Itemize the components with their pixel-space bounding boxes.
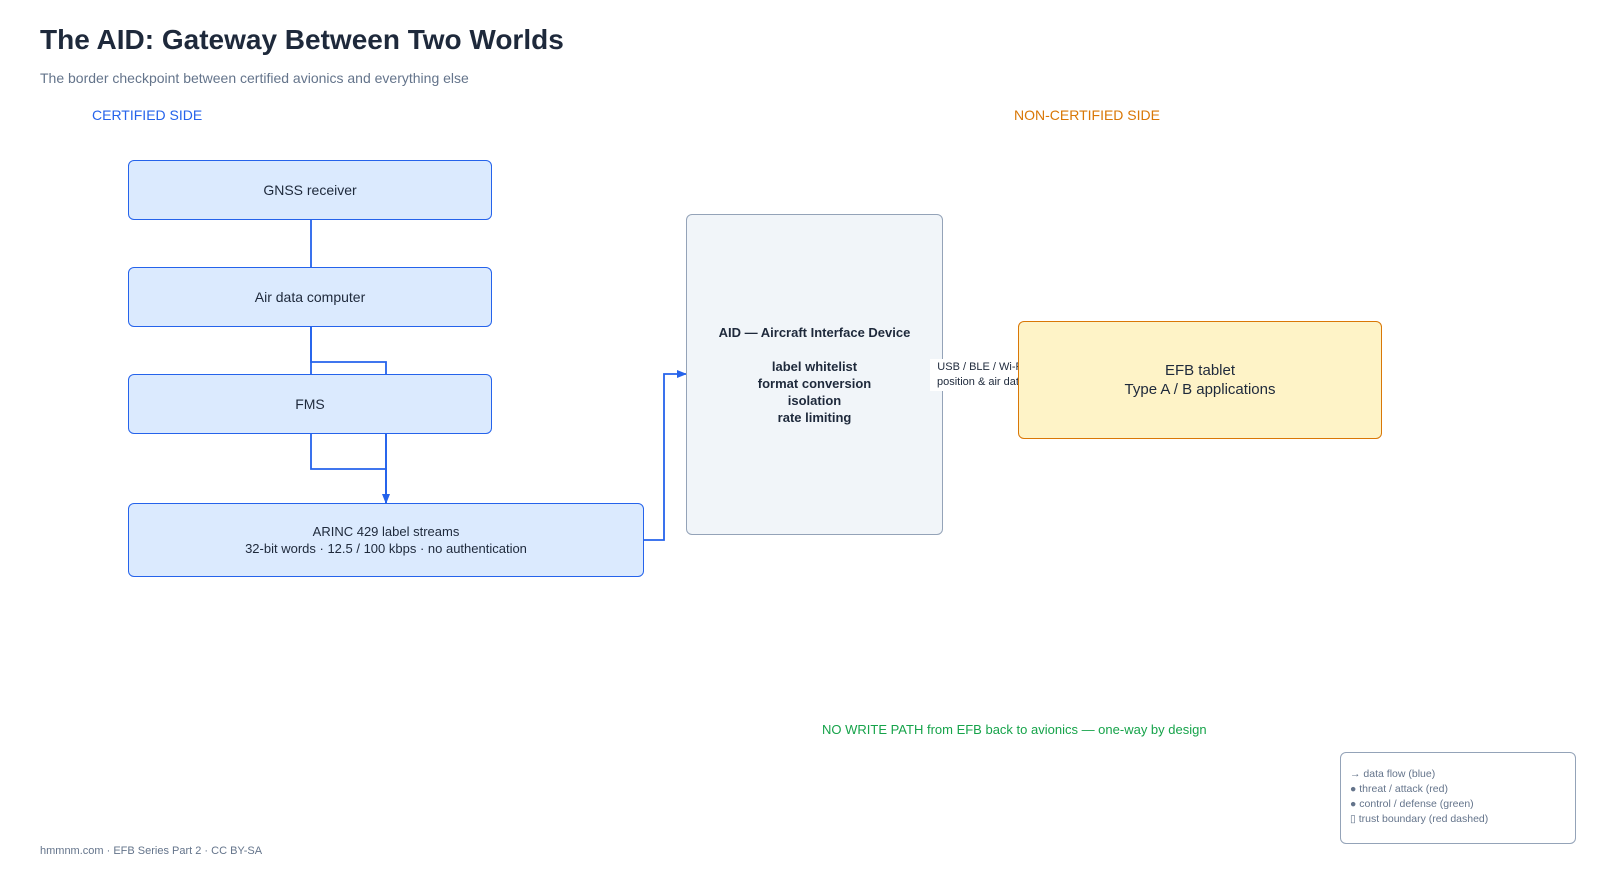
air-data-computer-node: Air data computer (128, 267, 492, 327)
arinc-429-details: 32-bit words · 12.5 / 100 kbps · no auth… (245, 541, 527, 556)
legend-item-trust-boundary: ▯ trust boundary (red dashed) (1350, 813, 1489, 825)
no-write-path-note: NO WRITE PATH from EFB back to avionics … (822, 722, 1207, 737)
fms-to-arinc-connector (310, 434, 387, 503)
certified-side-label: CERTIFIED SIDE (92, 107, 203, 123)
fms-label: FMS (295, 395, 325, 412)
footer-credit: hmmnm.com · EFB Series Part 2 · CC BY-SA (40, 845, 263, 857)
arinc-429-node: ARINC 429 label streams 32-bit words · 1… (128, 503, 644, 577)
legend-item-data-flow: → data flow (blue) (1350, 768, 1436, 780)
gnss-to-arinc-connector (310, 220, 390, 504)
page-subtitle: The border checkpoint between certified … (40, 70, 469, 86)
fms-node: FMS (128, 374, 492, 434)
efb-tablet-node: EFB tablet Type A / B applications (1018, 321, 1382, 439)
legend-item-threat: ● threat / attack (red) (1350, 783, 1448, 795)
aid-node: AID — Aircraft Interface Device label wh… (686, 214, 943, 535)
legend-item-control: ● control / defense (green) (1350, 798, 1474, 810)
aid-function-item: format conversion (757, 375, 872, 391)
efb-tablet-apps: Type A / B applications (1124, 381, 1276, 398)
page-title: The AID: Gateway Between Two Worlds (40, 24, 564, 55)
aid-efb-link-label: USB / BLE / Wi-Fi position & air data (930, 359, 1032, 391)
arinc-to-aid-connector (644, 370, 687, 541)
legend: → data flow (blue) ● threat / attack (re… (1340, 752, 1576, 844)
non-certified-side-label: NON-CERTIFIED SIDE (1014, 107, 1160, 123)
gnss-receiver-label: GNSS receiver (263, 181, 357, 198)
aid-function-item: rate limiting (777, 409, 852, 425)
link-transport-text: USB / BLE / Wi-Fi (937, 361, 1025, 373)
link-payload-text: position & air data (936, 376, 1026, 388)
air-data-computer-label: Air data computer (254, 288, 366, 305)
aid-title: AID — Aircraft Interface Device (718, 324, 911, 340)
aid-function-item: label whitelist (771, 358, 858, 374)
aid-function-item: isolation (787, 392, 842, 408)
gnss-receiver-node: GNSS receiver (128, 160, 492, 220)
efb-tablet-title: EFB tablet (1164, 362, 1236, 379)
arinc-429-title: ARINC 429 label streams (312, 524, 460, 539)
